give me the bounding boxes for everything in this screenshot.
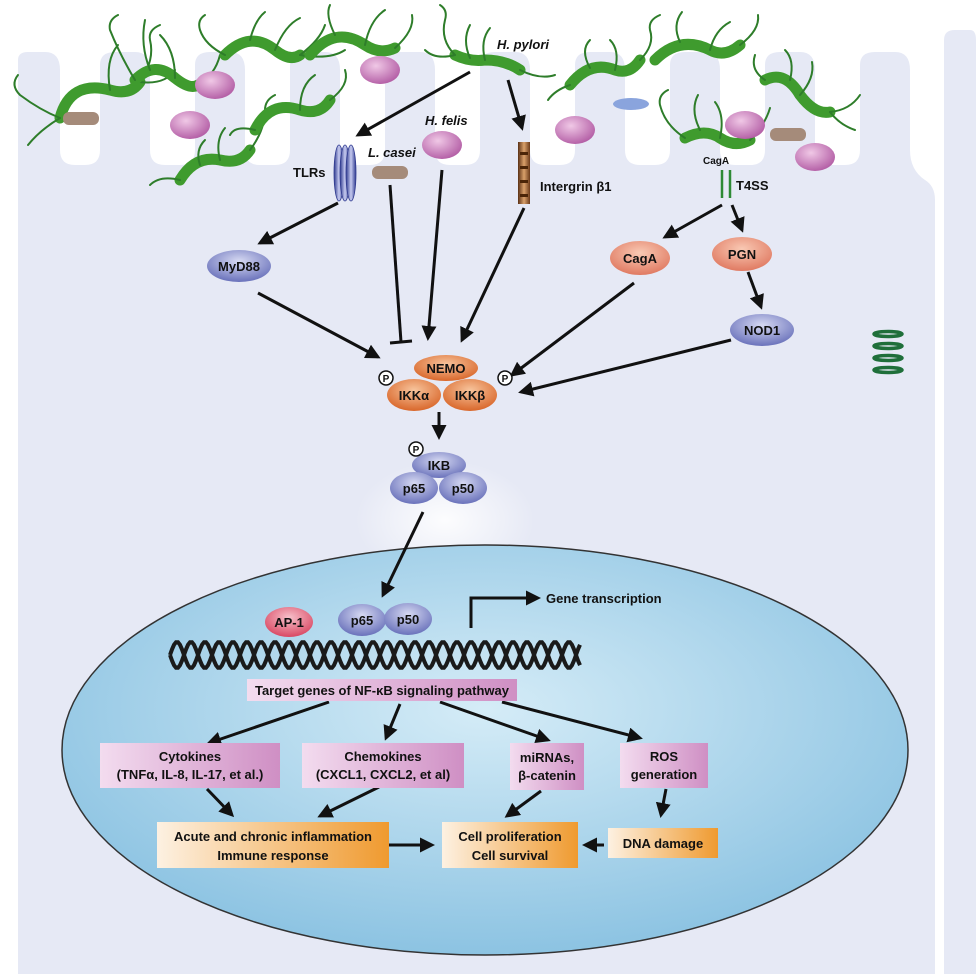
cytokines-box: Cytokines (TNFα, IL-8, IL-17, et al.): [100, 743, 280, 788]
svg-text:P: P: [383, 374, 390, 385]
dna-helix: [168, 640, 582, 670]
t4ss-icon: [720, 170, 732, 198]
nod1-node: NOD1: [730, 314, 794, 346]
svg-text:Cell proliferation: Cell proliferation: [458, 829, 561, 844]
tight-junction-icon: [872, 329, 904, 375]
svg-text:P: P: [413, 445, 420, 456]
bacterium-icon: [752, 49, 861, 131]
lactobacillus-icon: [63, 112, 99, 125]
tlr-receptor-icon: [333, 144, 357, 202]
svg-text:IKB: IKB: [428, 458, 450, 473]
svg-text:DNA damage: DNA damage: [623, 836, 703, 851]
particle-icon: [170, 111, 210, 139]
h-pylori-label: H. pylori: [497, 37, 549, 52]
inflammation-box: Acute and chronic inflammation Immune re…: [157, 822, 389, 868]
phospho-icon: P: [408, 441, 424, 457]
svg-text:p65: p65: [403, 481, 425, 496]
svg-text:MyD88: MyD88: [218, 259, 260, 274]
ikb-complex: IKB p65 p50 P: [390, 441, 487, 504]
t4ss-label: T4SS: [736, 178, 769, 193]
l-casei-label: L. casei: [368, 145, 416, 160]
bacterium-icon: [198, 11, 346, 64]
target-genes-box: Target genes of NF-κB signaling pathway: [247, 679, 517, 701]
bacterium-icon: [149, 94, 276, 186]
svg-text:Cytokines: Cytokines: [159, 749, 221, 764]
phospho-icon: P: [378, 370, 394, 386]
myd88-node: MyD88: [207, 250, 271, 282]
svg-text:NOD1: NOD1: [744, 323, 780, 338]
h-felis-label: H. felis: [425, 113, 468, 128]
ros-box: ROS generation: [620, 743, 708, 788]
bacterium-icon: [649, 11, 760, 66]
svg-text:Immune response: Immune response: [217, 848, 328, 863]
caga-tag-label: CagA: [703, 156, 729, 167]
integrin-label: Intergrin β1: [540, 179, 612, 194]
lactobacillus-icon: [770, 128, 806, 141]
svg-text:P: P: [502, 374, 509, 385]
nuclear-nfkb: p65 p50: [338, 603, 432, 636]
svg-text:(TNFα, IL-8, IL-17, et al.): (TNFα, IL-8, IL-17, et al.): [117, 767, 264, 782]
svg-text:p65: p65: [351, 613, 373, 628]
gene-transcription-label: Gene transcription: [546, 591, 662, 606]
svg-text:generation: generation: [631, 767, 698, 782]
svg-text:NEMO: NEMO: [427, 361, 466, 376]
svg-text:(CXCL1, CXCL2, et al): (CXCL1, CXCL2, et al): [316, 767, 450, 782]
particle-icon: [195, 71, 235, 99]
pgn-node: PGN: [712, 237, 772, 271]
bacterium-icon: [304, 4, 414, 61]
svg-text:IKKβ: IKKβ: [455, 388, 485, 403]
ap1-node: AP-1: [265, 607, 313, 637]
particles: [63, 56, 835, 179]
svg-text:miRNAs,: miRNAs,: [520, 750, 574, 765]
integrin-receptor-icon: [518, 142, 530, 204]
svg-text:p50: p50: [397, 612, 419, 627]
svg-text:PGN: PGN: [728, 247, 756, 262]
proliferation-box: Cell proliferation Cell survival: [442, 822, 578, 868]
particle-icon: [725, 111, 765, 139]
small-particle-icon: [613, 98, 649, 110]
svg-text:Chemokines: Chemokines: [344, 749, 421, 764]
h-felis-icon: [422, 131, 462, 159]
svg-text:β-catenin: β-catenin: [518, 768, 576, 783]
svg-text:Cell survival: Cell survival: [472, 848, 549, 863]
bacterium-icon: [424, 4, 556, 78]
svg-text:IKKα: IKKα: [399, 388, 429, 403]
svg-text:AP-1: AP-1: [274, 615, 304, 630]
chemokines-box: Chemokines (CXCL1, CXCL2, et al): [302, 743, 464, 788]
svg-text:CagA: CagA: [623, 251, 658, 266]
mirnas-box: miRNAs, β-catenin: [510, 743, 584, 790]
dna-damage-box: DNA damage: [608, 828, 718, 858]
tlrs-label: TLRs: [293, 165, 326, 180]
svg-text:Acute and chronic inflammation: Acute and chronic inflammation: [174, 829, 372, 844]
caga-node: CagA: [610, 241, 670, 275]
svg-text:ROS: ROS: [650, 749, 679, 764]
particle-icon: [795, 143, 835, 171]
bacterium-icon: [658, 89, 771, 149]
svg-text:Target genes of NF-κB signalin: Target genes of NF-κB signaling pathway: [255, 683, 510, 698]
bacterium-icon: [547, 14, 661, 101]
particle-icon: [555, 116, 595, 144]
ikk-complex: NEMO IKKα IKKβ P P: [378, 355, 513, 411]
particle-icon: [360, 56, 400, 84]
phospho-icon: P: [497, 370, 513, 386]
l-casei-icon: [372, 166, 408, 179]
bacterium-icon: [229, 69, 347, 136]
bacteria-layer: [13, 4, 861, 186]
arrows: [205, 70, 764, 853]
svg-text:p50: p50: [452, 481, 474, 496]
